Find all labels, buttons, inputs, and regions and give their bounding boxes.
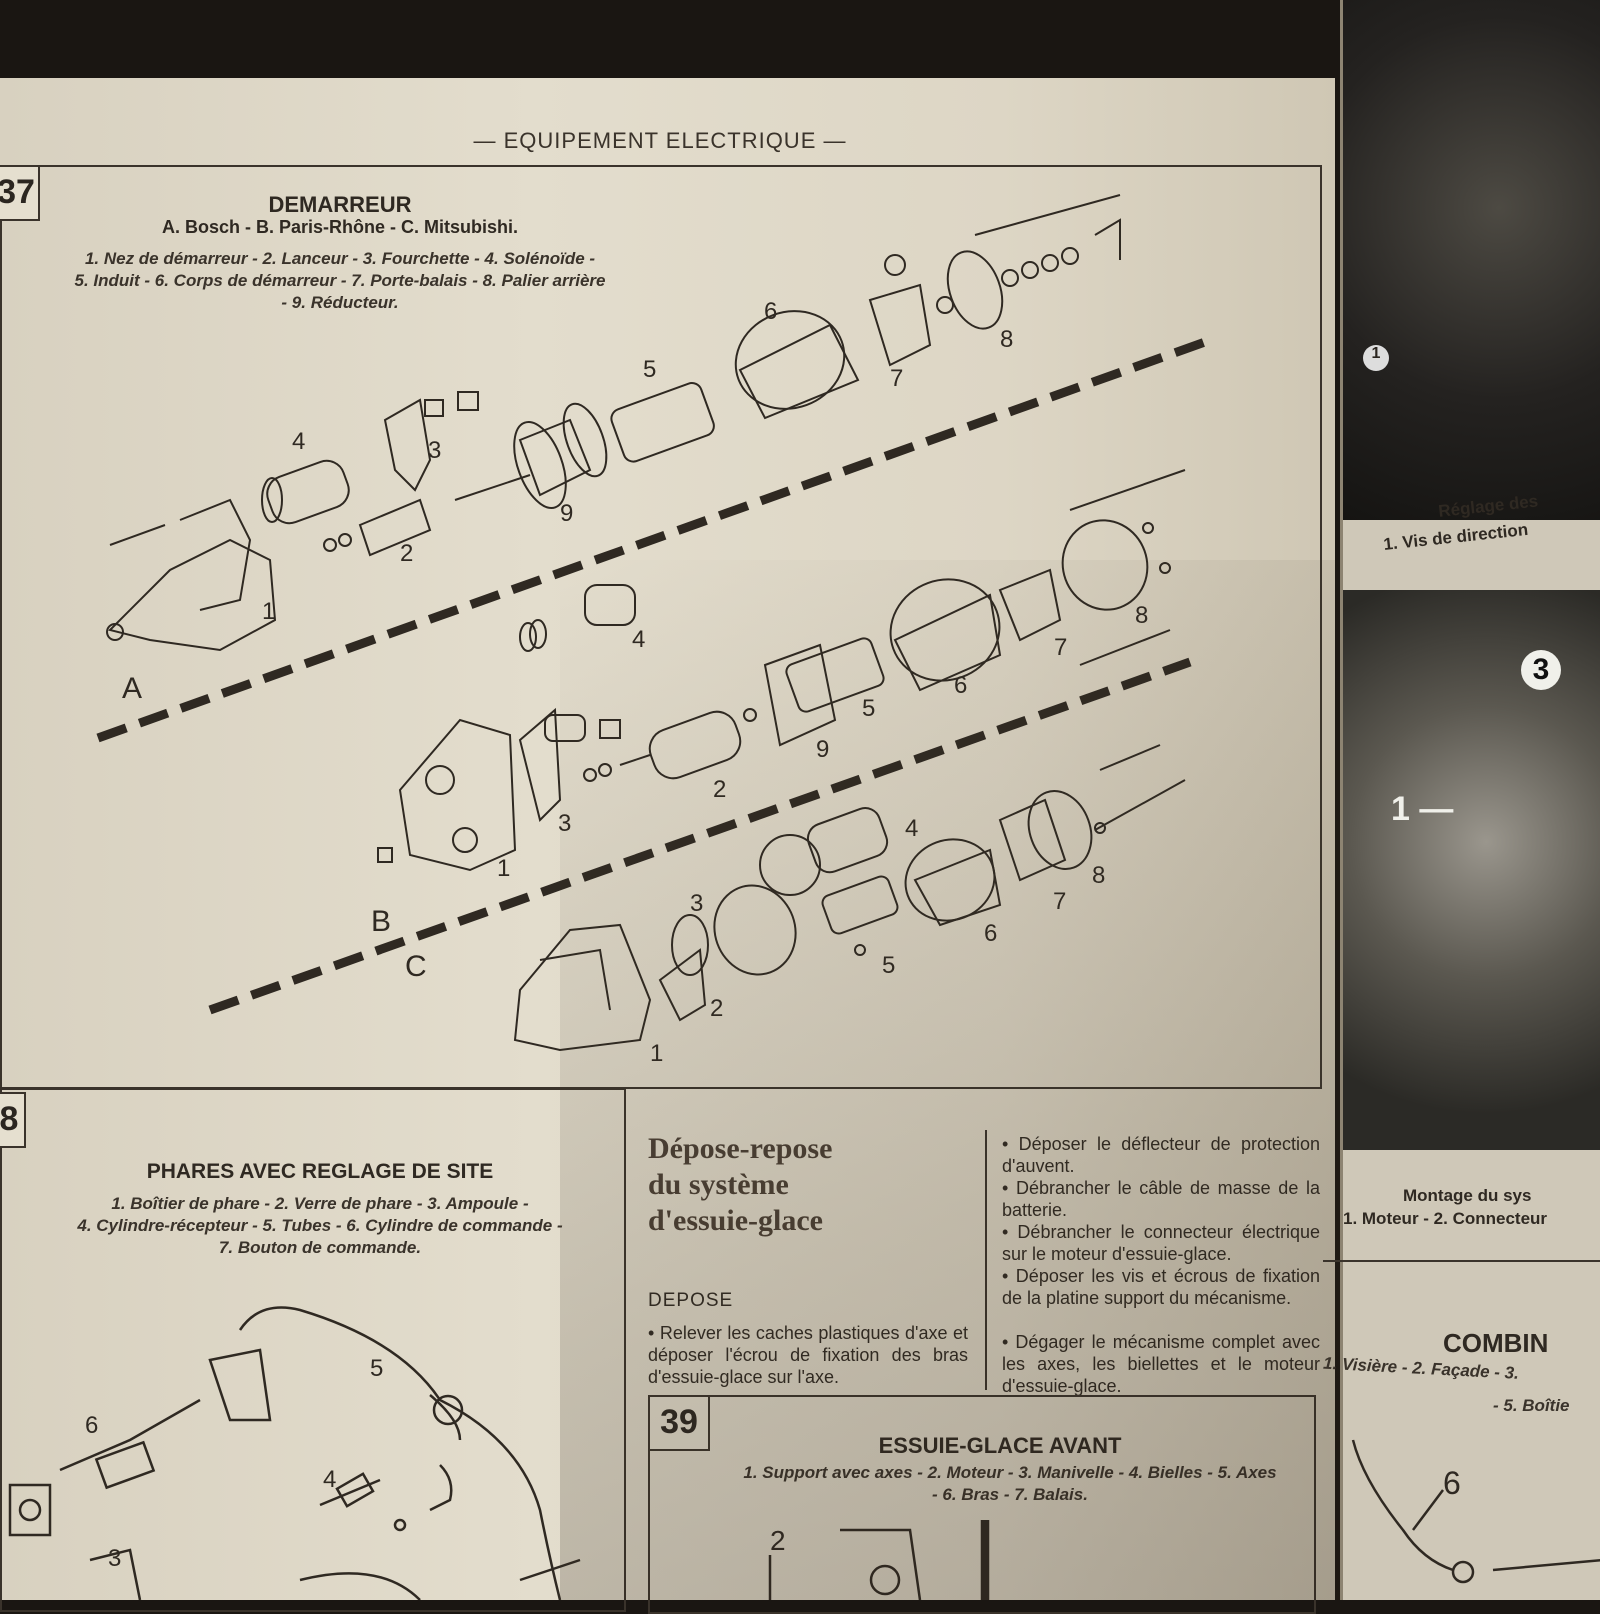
- label-b-6: 6: [954, 672, 968, 699]
- article-paragraph-1: • Relever les caches plastiques d'axe et…: [648, 1323, 968, 1387]
- wiper-motor-photo: [1343, 590, 1600, 1150]
- variant-b-letter: B: [371, 905, 392, 938]
- label-b-7: 7: [1054, 634, 1068, 661]
- label-c-6: 6: [984, 920, 998, 947]
- label-a-3: 3: [428, 437, 442, 464]
- photo-callout-3: 3: [1521, 650, 1561, 690]
- headlamp-label-5: 5: [370, 1355, 384, 1382]
- article-paragraph-4: • Débrancher le connecteur électrique su…: [1002, 1222, 1320, 1264]
- wiper-diagram: [768, 1520, 990, 1600]
- figure-37-caption-line3: - 9. Réducteur.: [281, 293, 399, 312]
- article-section-depose: DEPOSE: [648, 1290, 734, 1311]
- figure-37-title: DEMARREUR: [268, 192, 412, 217]
- figure-37-number: 37: [0, 165, 40, 221]
- label-c-3: 3: [690, 890, 704, 917]
- label-a-6: 6: [764, 298, 778, 325]
- label-c-8: 8: [1092, 862, 1106, 889]
- label-b-5: 5: [862, 695, 876, 722]
- variant-a-parts: [106, 194, 1121, 652]
- figure-39-caption-line1: 1. Support avec axes - 2. Moteur - 3. Ma…: [743, 1463, 1277, 1482]
- label-b-8: 8: [1135, 602, 1149, 629]
- label-a-9: 9: [560, 500, 574, 527]
- separator-a-b: [96, 337, 1207, 743]
- figure-39-title: ESSUIE-GLACE AVANT: [878, 1433, 1122, 1458]
- article-paragraph-6: • Dégager le mécanisme complet avec les …: [1002, 1332, 1320, 1396]
- figure-37-subtitle: A. Bosch - B. Paris-Rhône - C. Mitsubish…: [161, 217, 519, 237]
- label-a-4: 4: [292, 428, 306, 455]
- article-title-line1: Dépose-repose: [648, 1132, 833, 1165]
- article-paragraph-3: • Débrancher le câble de masse de la bat…: [1002, 1178, 1320, 1220]
- label-c-1: 1: [650, 1040, 664, 1067]
- variant-c-letter: C: [405, 950, 427, 983]
- right-divider: [1323, 1260, 1600, 1262]
- label-c-4: 4: [905, 815, 919, 842]
- label-a-7: 7: [890, 365, 904, 392]
- combiner-diagram: [1351, 1439, 1600, 1584]
- photo-callout-1b: 1 —: [1391, 790, 1454, 828]
- label-a-8: 8: [1000, 326, 1014, 353]
- right-caption3-line2: - 5. Boîtie: [1493, 1396, 1570, 1415]
- manual-page: [0, 78, 1335, 1600]
- figure-38-number: 8: [0, 1092, 26, 1148]
- headlamp-label-6: 6: [85, 1412, 99, 1439]
- label-a-2: 2: [400, 540, 414, 567]
- starter-exploded-diagram: [96, 194, 1207, 1052]
- label-b-1: 1: [497, 855, 511, 882]
- article-title-line3: d'essuie-glace: [648, 1204, 823, 1237]
- figure-39-number: 39: [648, 1395, 710, 1451]
- figure-38-caption-line3: 7. Bouton de commande.: [218, 1238, 422, 1257]
- facing-page: 1 Réglage des 1. Vis de direction 3 1 — …: [1323, 0, 1600, 1600]
- label-a-1: 1: [262, 598, 276, 625]
- figure-37-frame: [0, 165, 1322, 1089]
- headlamp-label-3: 3: [108, 1545, 122, 1572]
- wiper-label-2: 2: [770, 1525, 786, 1556]
- article-paragraph-5: • Déposer les vis et écrous de fixation …: [1002, 1266, 1320, 1308]
- combiner-label-6: 6: [1443, 1465, 1461, 1501]
- right-caption2-line2: 1. Moteur - 2. Connecteur: [1343, 1209, 1548, 1228]
- article-paragraph-2: • Déposer le déflecteur de protection d'…: [1002, 1134, 1320, 1176]
- variant-c-parts: [513, 744, 1186, 1052]
- figure-37-caption-line2: 5. Induit - 6. Corps de démarreur - 7. P…: [74, 271, 606, 290]
- page-header: — EQUIPEMENT ELECTRIQUE —: [473, 128, 847, 153]
- figure-38-caption-line2: 4. Cylindre-récepteur - 5. Tubes - 6. Cy…: [77, 1216, 563, 1235]
- column-divider: [985, 1130, 987, 1390]
- figure-38-caption-line1: 1. Boîtier de phare - 2. Verre de phare …: [111, 1194, 529, 1213]
- headlamp-diagram: [8, 1306, 581, 1600]
- label-c-2: 2: [710, 995, 724, 1022]
- engine-photo-top: [1343, 0, 1600, 520]
- label-b-4: 4: [632, 626, 646, 653]
- right-caption2-line1: Montage du sys: [1403, 1186, 1532, 1205]
- variant-b-parts: [377, 469, 1186, 872]
- label-b-2: 2: [713, 776, 727, 803]
- label-b-9: 9: [816, 736, 830, 763]
- headlamp-label-4: 4: [323, 1466, 337, 1493]
- article-title-line2: du système: [648, 1168, 789, 1201]
- figure-39-caption-line2: - 6. Bras - 7. Balais.: [932, 1485, 1088, 1504]
- label-c-7: 7: [1053, 888, 1067, 915]
- label-b-3: 3: [558, 810, 572, 837]
- label-a-5: 5: [643, 356, 657, 383]
- figure-37-caption-line1: 1. Nez de démarreur - 2. Lanceur - 3. Fo…: [84, 249, 596, 268]
- label-c-5: 5: [882, 952, 896, 979]
- variant-a-letter: A: [122, 672, 143, 705]
- figure-38-title: PHARES AVEC REGLAGE DE SITE: [146, 1160, 494, 1183]
- right-section-title: COMBIN: [1443, 1328, 1549, 1358]
- photo-callout-1: 1: [1363, 345, 1389, 371]
